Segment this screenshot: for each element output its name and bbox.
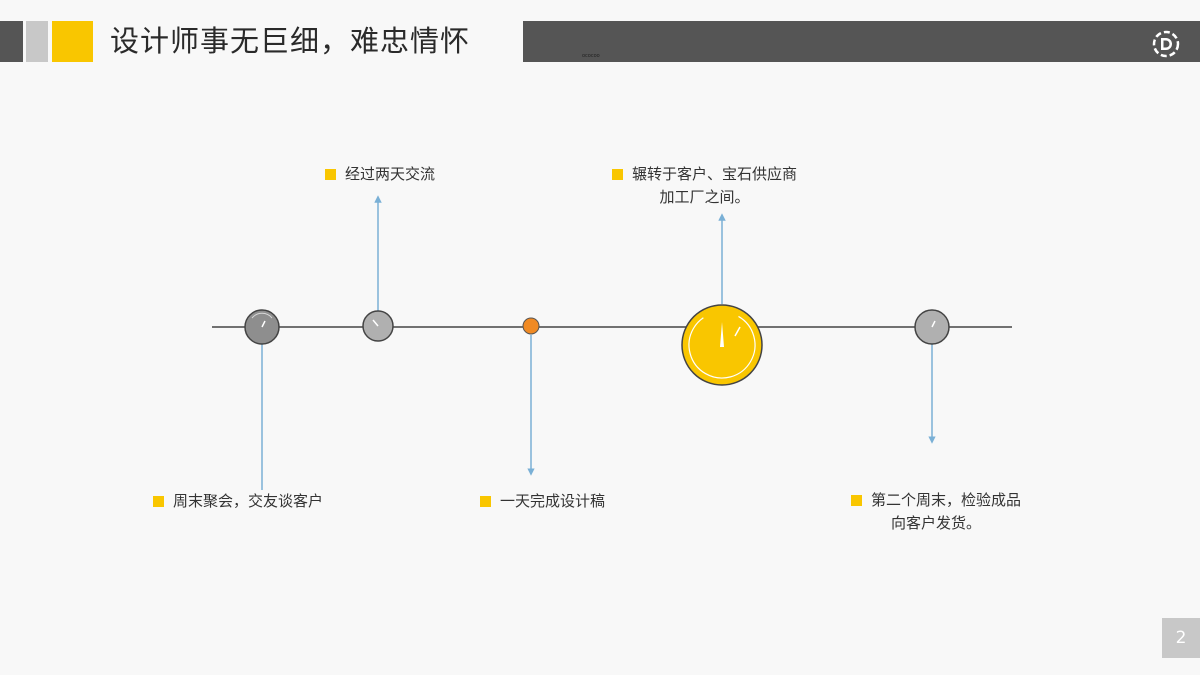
bullet-square-icon — [325, 169, 336, 180]
event-3-text: 一天完成设计稿 — [500, 492, 606, 510]
timeline-marker-3 — [522, 317, 540, 335]
timeline-marker-1 — [244, 309, 280, 345]
bullet-square-icon — [851, 495, 862, 506]
header-accent-light — [26, 21, 48, 62]
timeline-marker-2 — [362, 310, 394, 342]
event-label-1: 周末聚会，交友谈客户 — [153, 490, 323, 513]
event-label-4: 辗转于客户、宝石供应商 加工厂之间。 — [612, 163, 797, 209]
bullet-square-icon — [480, 496, 491, 507]
header-accent-yellow — [52, 21, 93, 62]
bullet-square-icon — [153, 496, 164, 507]
bullet-square-icon — [612, 169, 623, 180]
header-tiny-text: ococoo — [582, 53, 600, 59]
slide-title: 设计师事无巨细，难忠情怀 — [110, 24, 471, 58]
event-2-text: 经过两天交流 — [345, 165, 436, 183]
timeline-marker-5 — [914, 309, 950, 345]
logo-icon — [1152, 30, 1180, 58]
event-5-line2: 向客户发货。 — [891, 514, 982, 532]
header-accent-dark — [0, 21, 23, 62]
event-4-line1: 辗转于客户、宝石供应商 — [632, 165, 798, 183]
header-bar — [523, 21, 1200, 62]
event-label-2: 经过两天交流 — [325, 163, 435, 186]
timeline-marker-4-highlight — [681, 304, 763, 386]
event-label-5: 第二个周末，检验成品 向客户发货。 — [851, 489, 1021, 535]
event-label-3: 一天完成设计稿 — [480, 490, 605, 513]
event-5-line1: 第二个周末，检验成品 — [871, 491, 1022, 509]
event-4-line2: 加工厂之间。 — [659, 188, 750, 206]
page-number: 2 — [1162, 618, 1200, 658]
event-1-text: 周末聚会，交友谈客户 — [173, 492, 324, 510]
